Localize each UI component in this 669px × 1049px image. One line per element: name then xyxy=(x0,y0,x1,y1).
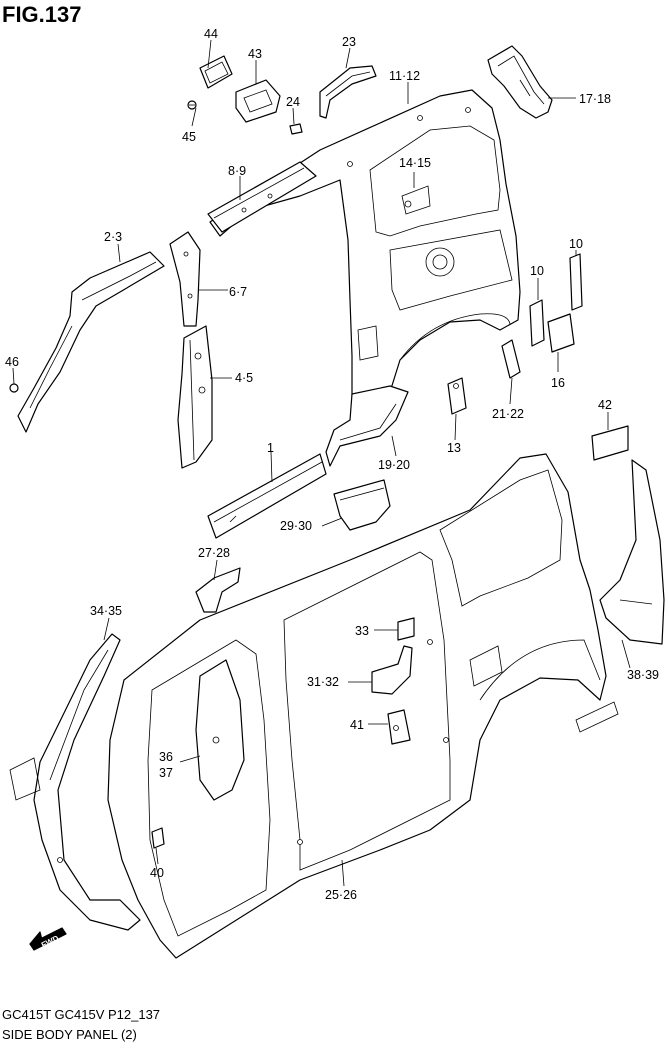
part-6-7-center-pillar-upper xyxy=(169,231,201,327)
callout-11-12: 11·12 xyxy=(389,69,420,83)
callout-13: 13 xyxy=(447,441,461,455)
part-43-lid-housing xyxy=(235,79,281,123)
callout-31-32: 31·32 xyxy=(307,675,339,689)
part-38-39-quarter-lower xyxy=(599,459,665,645)
part-17-18-pillar-upper xyxy=(487,45,553,119)
fwd-label: FWD xyxy=(40,934,61,950)
callout-14-15: 14·15 xyxy=(399,156,431,170)
part-36-37-center-pillar-inner xyxy=(195,659,245,801)
part-8-9-roof-rail xyxy=(207,161,317,233)
callout-36: 36 xyxy=(159,750,173,764)
part-10-bracket-a xyxy=(529,299,545,347)
callout-10-a: 10 xyxy=(530,264,544,278)
part-33-pad xyxy=(397,617,415,641)
callout-46: 46 xyxy=(5,355,19,369)
callout-41: 41 xyxy=(350,718,364,732)
part-10-bracket-b xyxy=(569,253,583,311)
fwd-direction-badge: FWD xyxy=(29,927,67,951)
part-27-28-bracket xyxy=(195,567,241,613)
part-41-plate xyxy=(387,709,411,745)
callout-27-28: 27·28 xyxy=(198,546,230,560)
part-45-screw xyxy=(187,100,197,110)
part-21-22-reinforcement xyxy=(501,339,521,379)
callout-16: 16 xyxy=(551,376,565,390)
callout-6-7: 6·7 xyxy=(229,285,247,299)
part-29-30-bracket xyxy=(333,479,391,531)
leader-lines xyxy=(12,39,631,887)
callout-34-35: 34·35 xyxy=(90,604,122,618)
callout-labels: 44 43 45 24 23 11·12 17·18 8·9 14·15 2·3… xyxy=(5,27,659,902)
callout-19-20: 19·20 xyxy=(378,458,410,472)
part-31-32-bracket xyxy=(371,645,413,695)
part-44-fuel-lid xyxy=(199,55,233,89)
part-34-35-front-pillar-outer xyxy=(9,633,141,931)
callout-40: 40 xyxy=(150,866,164,880)
callout-29-30: 29·30 xyxy=(280,519,312,533)
model-reference: GC415T GC415V P12_137 xyxy=(2,1007,161,1022)
callout-42: 42 xyxy=(598,398,612,412)
part-46-bolt xyxy=(9,383,19,393)
part-4-5-center-pillar-lower xyxy=(177,325,213,469)
callout-2-3: 2·3 xyxy=(104,230,122,244)
figure-title: FIG.137 xyxy=(2,2,82,27)
callout-1: 1 xyxy=(267,441,274,455)
part-42-label xyxy=(591,425,629,461)
callout-33: 33 xyxy=(355,624,369,638)
part-23-gutter xyxy=(319,65,377,119)
callout-8-9: 8·9 xyxy=(228,164,246,178)
part-16-bracket xyxy=(547,313,575,353)
callout-37: 37 xyxy=(159,766,173,780)
part-1-side-sill xyxy=(207,453,327,539)
callout-23: 23 xyxy=(342,35,356,49)
callout-38-39: 38·39 xyxy=(627,668,659,682)
callout-17-18: 17·18 xyxy=(579,92,611,106)
part-13-bracket xyxy=(447,377,467,415)
callout-43: 43 xyxy=(248,47,262,61)
callout-21-22: 21·22 xyxy=(492,407,524,421)
figure-caption: SIDE BODY PANEL (2) xyxy=(2,1027,137,1042)
callout-24: 24 xyxy=(286,95,300,109)
part-25-26-outer-side-panel xyxy=(107,453,619,959)
callout-44: 44 xyxy=(204,27,218,41)
callout-4-5: 4·5 xyxy=(235,371,253,385)
part-11-12-inner-quarter-panel xyxy=(209,89,521,401)
part-19-20-wheelhouse-lower xyxy=(325,385,409,467)
callout-10-b: 10 xyxy=(569,237,583,251)
part-24-clip xyxy=(289,123,303,135)
callout-45: 45 xyxy=(182,130,196,144)
callout-25-26: 25·26 xyxy=(325,888,357,902)
part-40-clip xyxy=(151,827,165,849)
part-2-3-front-pillar xyxy=(17,251,165,433)
